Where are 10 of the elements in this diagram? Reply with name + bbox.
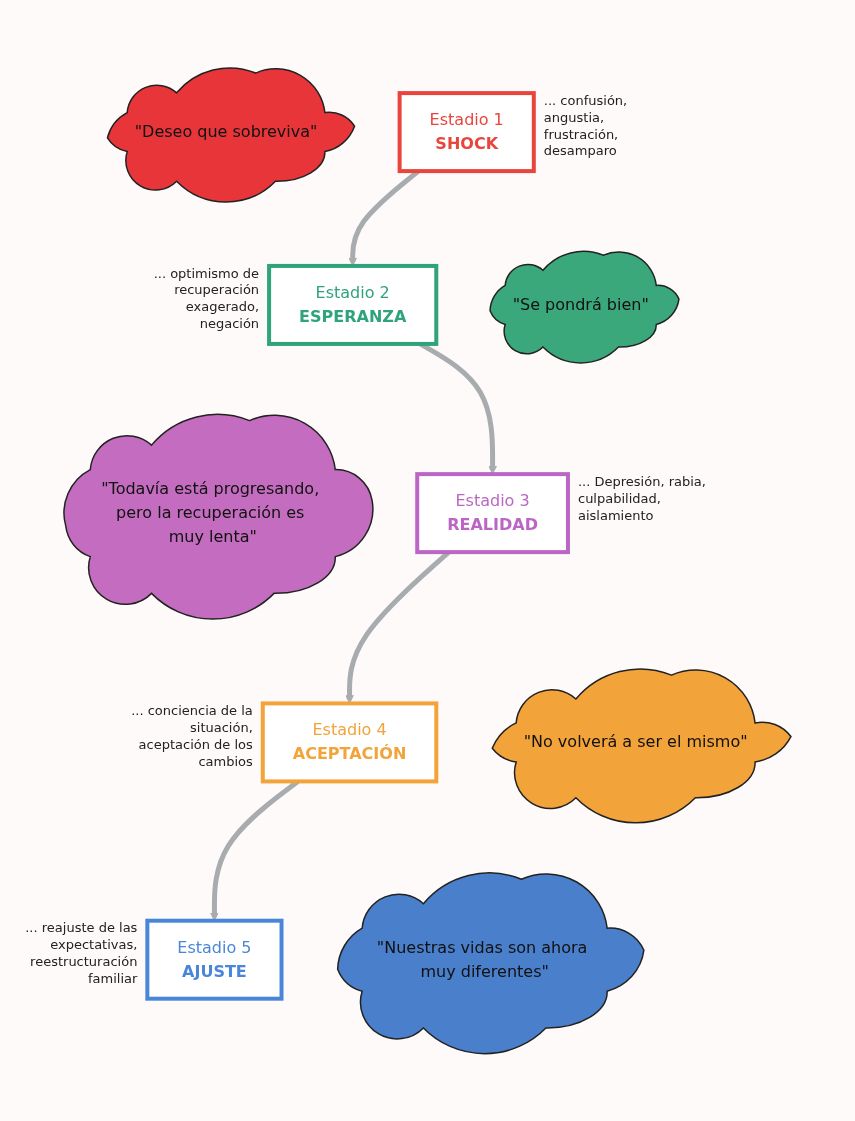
stage-description: ... Depresión, rabia, culpabilidad, aislamiento — [578, 473, 707, 525]
node-box: Estadio 2 ESPERANZA — [267, 263, 439, 346]
stage-description: ... reajuste de las expectativas, reestructuración familiar — [24, 920, 138, 988]
node-box: Estadio 3 REALIDAD — [415, 471, 570, 554]
stage-description: ... confusión, angustia, frustración, desamparo — [543, 92, 629, 161]
node-box: Estadio 1 SHOCK — [397, 90, 536, 173]
stage-description: ... optimismo de recuperación exagerado, negación — [152, 265, 260, 334]
stage-description: ... conciencia de la situación, aceptación de los cambios — [130, 703, 253, 771]
node-box: Estadio 5 AJUSTE — [145, 918, 284, 1001]
node-box: Estadio 4 ACEPTACIÓN — [260, 701, 439, 784]
